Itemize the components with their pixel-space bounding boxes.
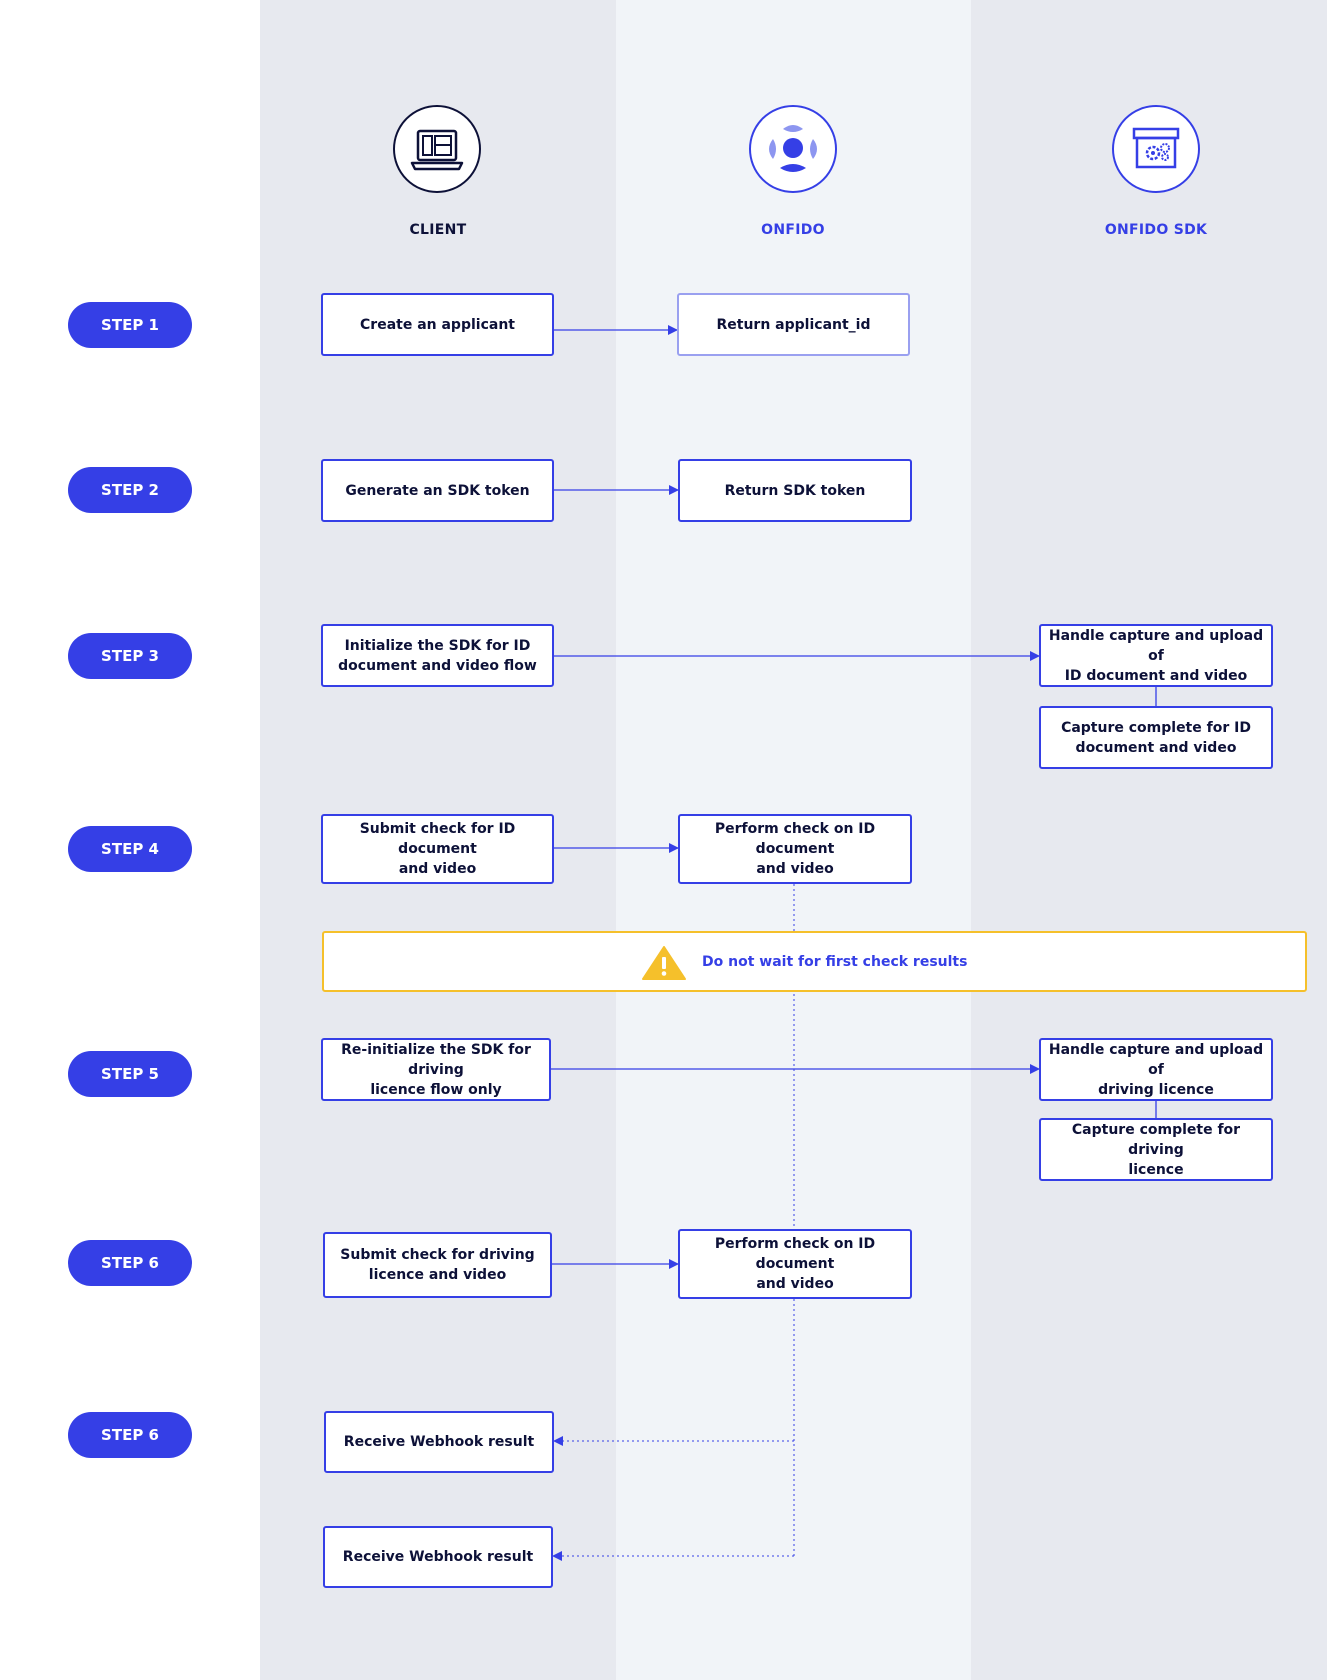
handle-capture-id-label-line1: Handle capture and upload of <box>1048 627 1264 664</box>
generate-sdk-token-label: Generate an SDK token <box>345 482 530 499</box>
reinitialize-sdk-label-line1: Re-initialize the SDK for driving <box>341 1041 531 1078</box>
step-2-badge: STEP 2 <box>68 467 192 513</box>
create-applicant-box: Create an applicant <box>321 293 554 356</box>
column-title-onfido: ONFIDO <box>761 222 825 238</box>
step-6-badge: STEP 6 <box>68 1240 192 1286</box>
receive-webhook-result-2-label: Receive Webhook result <box>342 1549 534 1565</box>
perform-check-1-box: Perform check on ID document and video <box>678 814 912 884</box>
column-title-onfido-sdk: ONFIDO SDK <box>1104 222 1208 238</box>
column-title-client: CLIENT <box>409 222 467 238</box>
step-6b-badge: STEP 6 <box>68 1412 192 1458</box>
warning-triangle-icon <box>642 946 686 980</box>
return-applicant-id-box: Return applicant_id <box>677 293 910 356</box>
capture-complete-id-label-line2: document and video <box>1075 739 1237 756</box>
receive-webhook-result-1-label: Receive Webhook result <box>343 1434 535 1450</box>
onfido-sdk-lane <box>971 0 1327 1680</box>
capture-complete-dl-label-line1: Capture complete for driving <box>1071 1121 1241 1158</box>
reinitialize-sdk-box: Re-initialize the SDK for driving licence… <box>321 1038 551 1101</box>
initialize-sdk-label-line2: document and video flow <box>338 657 537 674</box>
capture-complete-dl-label-line2: licence <box>1128 1161 1184 1178</box>
handle-capture-id-box: Handle capture and upload of ID document … <box>1039 624 1273 687</box>
perform-check-2-label-line1: Perform check on ID document <box>714 1236 876 1272</box>
warning-text: Do not wait for first check results <box>702 953 968 970</box>
return-sdk-token-box: Return SDK token <box>678 459 912 522</box>
receive-webhook-result-2-box: Receive Webhook result <box>323 1526 553 1588</box>
step-4-badge: STEP 4 <box>68 826 192 872</box>
perform-check-1-label-line1: Perform check on ID document <box>714 821 876 857</box>
submit-check-dl-label-line2: licence and video <box>368 1267 507 1283</box>
capture-complete-id-box: Capture complete for ID document and vide… <box>1039 706 1273 769</box>
submit-check-id-label-line2: and video <box>398 861 477 877</box>
initialize-sdk-box: Initialize the SDK for ID document and vi… <box>321 624 554 687</box>
create-applicant-label: Create an applicant <box>360 316 515 333</box>
handle-capture-dl-box: Handle capture and upload of driving lice… <box>1039 1038 1273 1101</box>
warning-banner: Do not wait for first check results <box>322 931 1307 992</box>
perform-check-2-box: Perform check on ID document and video <box>678 1229 912 1299</box>
submit-check-id-box: Submit check for ID document and video <box>321 814 554 884</box>
capture-complete-dl-box: Capture complete for driving licence <box>1039 1118 1273 1181</box>
submit-check-dl-box: Submit check for driving licence and vide… <box>323 1232 552 1298</box>
perform-check-2-label-line2: and video <box>756 1276 834 1292</box>
sdk-box-icon <box>1112 105 1200 193</box>
step-3-badge: STEP 3 <box>68 633 192 679</box>
submit-check-dl-label-line1: Submit check for driving <box>340 1247 535 1263</box>
perform-check-1-label-line2: and video <box>756 861 834 877</box>
return-applicant-id-label: Return applicant_id <box>716 316 871 333</box>
initialize-sdk-label-line1: Initialize the SDK for ID <box>344 637 531 654</box>
handle-capture-id-label-line2: ID document and video <box>1064 667 1248 684</box>
handle-capture-dl-label-line1: Handle capture and upload of <box>1048 1041 1264 1078</box>
step-1-badge: STEP 1 <box>68 302 192 348</box>
generate-sdk-token-box: Generate an SDK token <box>321 459 554 522</box>
reinitialize-sdk-label-line2: licence flow only <box>370 1081 502 1098</box>
onfido-logo-icon <box>749 105 837 193</box>
handle-capture-dl-label-line2: driving licence <box>1098 1081 1214 1098</box>
step-5-badge: STEP 5 <box>68 1051 192 1097</box>
receive-webhook-result-1-box: Receive Webhook result <box>324 1411 554 1473</box>
submit-check-id-label-line1: Submit check for ID document <box>359 821 516 857</box>
laptop-icon <box>393 105 481 193</box>
capture-complete-id-label-line1: Capture complete for ID <box>1061 719 1251 736</box>
return-sdk-token-label: Return SDK token <box>724 482 866 499</box>
